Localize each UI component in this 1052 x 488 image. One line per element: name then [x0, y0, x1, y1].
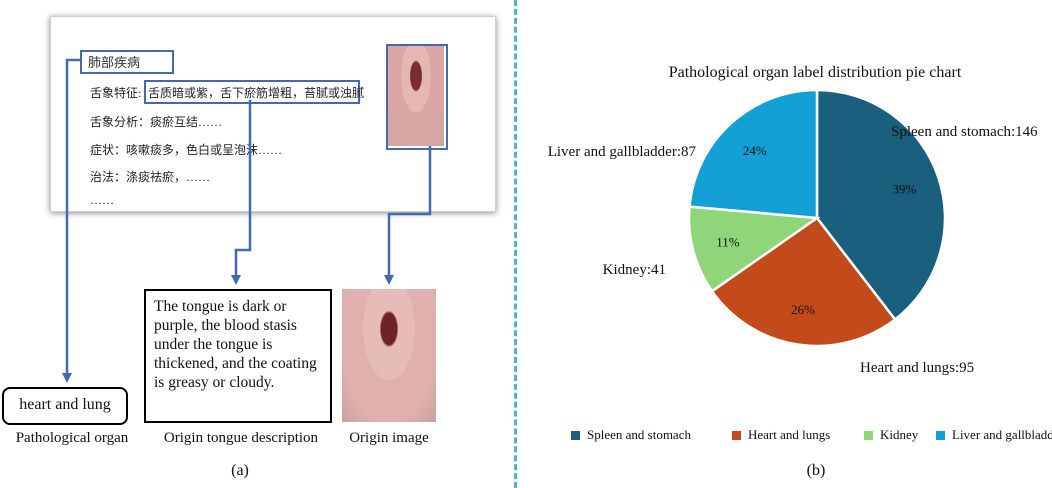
legend-swatch-spleen — [571, 430, 580, 440]
tongue-photo-source — [388, 46, 444, 146]
flow-arrows — [62, 58, 432, 383]
feature-highlight-box — [144, 80, 360, 104]
image-arrow — [384, 146, 432, 285]
legend-label-liver: Liver and gallbladder — [952, 427, 1052, 442]
legend-swatch-liver — [936, 430, 945, 440]
description-arrow — [231, 100, 252, 285]
ellipsis-line: …… — [90, 193, 114, 207]
pie-callout-label: Liver and gallbladder:87 — [548, 144, 697, 160]
pie-slice-spleen-and-stomach — [815, 90, 947, 322]
legend-swatch-heart — [732, 430, 741, 440]
legend-item-spleen: Spleen and stomach — [571, 427, 691, 443]
legend-label-kidney: Kidney — [880, 427, 919, 442]
panel-a-label: (a) — [231, 462, 249, 479]
caption-description: Origin tongue description — [163, 430, 319, 446]
panel-divider — [514, 0, 517, 488]
chart-title: Pathological organ label distribution pi… — [668, 64, 962, 81]
pie-chart: 39% Spleen and stomach:146 26% Heart and lu… — [548, 90, 1038, 376]
organ-label-box — [2, 387, 128, 425]
pie-callout-label: Spleen and stomach:146 — [891, 124, 1038, 140]
feature-value: 舌质暗或紫，舌下瘀筋增粗，苔腻或浊腻 — [148, 86, 365, 100]
symptom-line: 症状：咳嗽痰多，色白或呈泡沫…… — [90, 143, 283, 157]
caption-organ: Pathological organ — [15, 430, 129, 446]
pie-percent-label: 11% — [716, 235, 740, 250]
pie-callout-label: Heart and lungs:95 — [860, 360, 974, 376]
pie-percent-label: 24% — [743, 143, 767, 158]
legend-item-liver: Liver and gallbladder — [936, 427, 1052, 443]
caption-image: Origin image — [349, 430, 429, 446]
legend-swatch-kidney — [864, 430, 873, 440]
organ-label-text: heart and lung — [19, 396, 111, 413]
organ-arrow — [62, 58, 80, 383]
tongue-photo-origin — [342, 289, 436, 422]
pie-percent-label: 39% — [892, 181, 916, 196]
legend-item-heart: Heart and lungs — [732, 427, 830, 443]
panel-b-label: (b) — [806, 462, 826, 479]
legend-item-kidney: Kidney — [864, 427, 918, 443]
pie-callout-label: Kidney:41 — [603, 262, 666, 278]
organ-highlight-box — [80, 50, 174, 74]
pie-slice-heart-and-lungs — [710, 216, 897, 348]
photo-highlight-box — [386, 44, 448, 150]
tongue-description-text: The tongue is dark or purple, the blood … — [154, 298, 317, 391]
feature-label: 舌象特征: — [90, 86, 142, 100]
treatment-line: 治法：涤痰祛瘀，…… — [90, 170, 211, 184]
legend-label-spleen: Spleen and stomach — [587, 427, 691, 442]
pie-percent-label: 26% — [791, 302, 815, 317]
tongue-description-box: The tongue is dark or purple, the blood … — [144, 289, 332, 423]
pie-slice-liver-and-gallbladder — [688, 90, 819, 220]
pie-slice-kidney — [687, 205, 821, 293]
analysis-line: 舌象分析：痰瘀互结…… — [90, 115, 223, 129]
legend-label-heart: Heart and lungs — [748, 427, 831, 442]
document-title: 肺部疾病 — [88, 55, 141, 70]
